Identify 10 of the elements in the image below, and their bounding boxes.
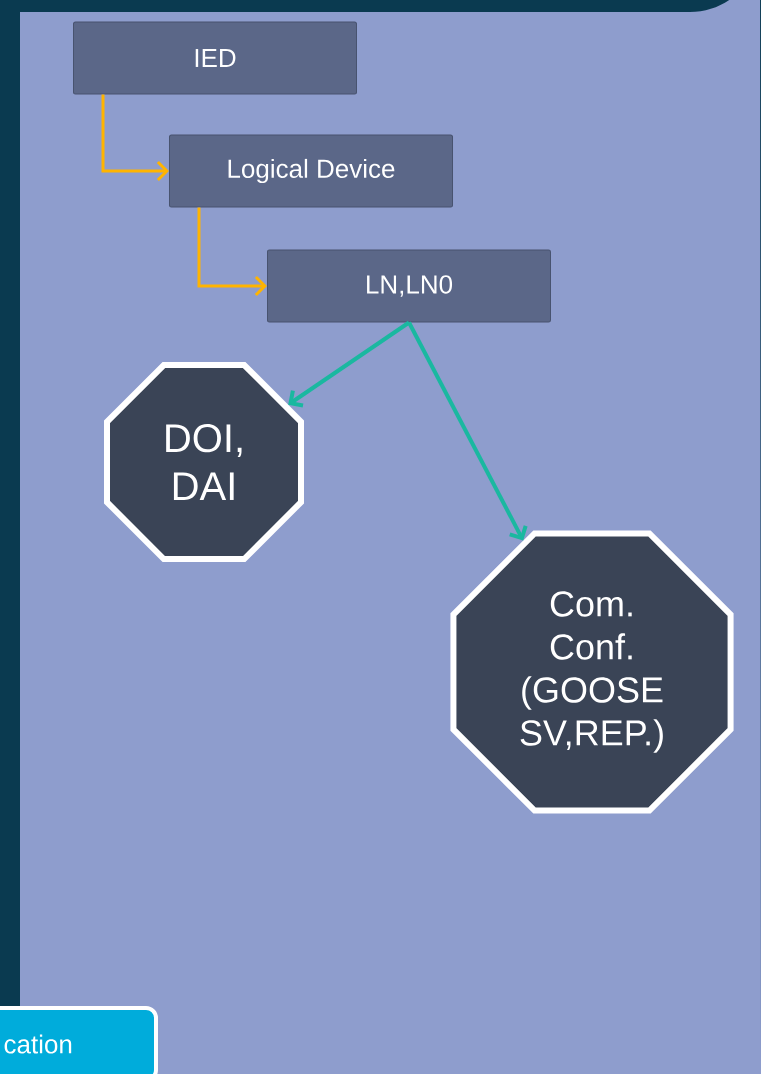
octagon-node: Com. Conf. (GOOSE SV,REP.): [450, 530, 734, 814]
arrow: [407, 321, 528, 541]
tab-box: cation: [0, 1006, 158, 1074]
arrow: [288, 320, 411, 408]
process-box: Logical Device: [169, 134, 453, 208]
arrow: [197, 207, 267, 297]
process-box: IED: [73, 21, 357, 95]
octagon-node: DOI, DAI: [104, 362, 304, 562]
arrow: [101, 94, 169, 182]
process-box: LN,LN0: [267, 249, 551, 323]
